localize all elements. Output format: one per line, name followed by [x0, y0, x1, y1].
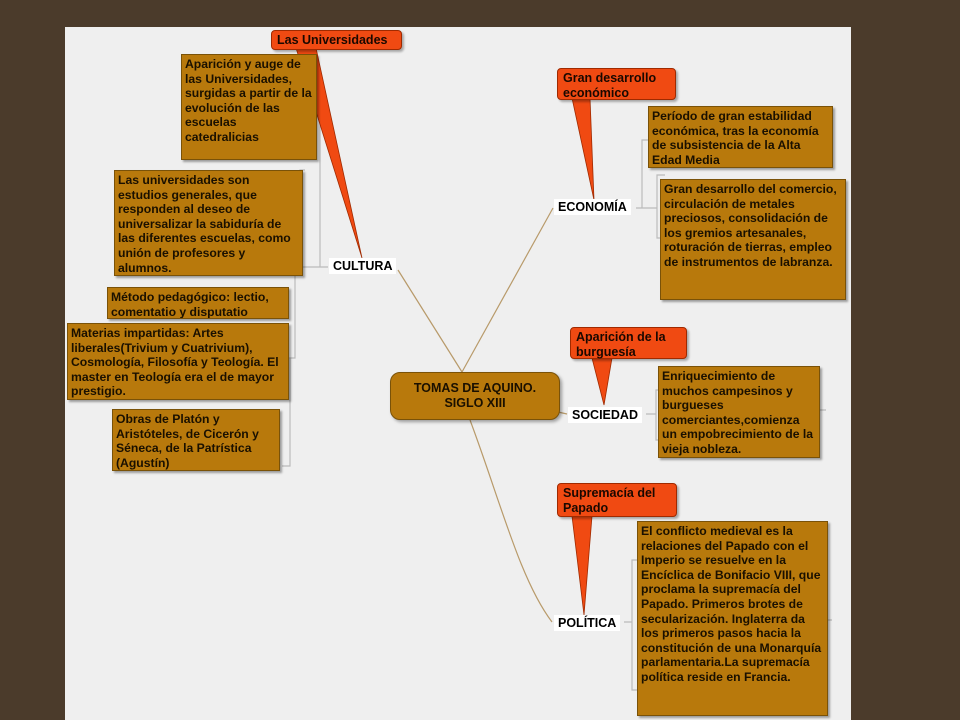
callout-pointer-economico: [571, 97, 595, 201]
branch-cultura[interactable]: CULTURA: [329, 258, 397, 274]
connector-economia: [461, 207, 554, 373]
connector-politica: [469, 419, 553, 623]
callout-burguesia[interactable]: Aparición de la burguesía: [570, 327, 687, 359]
callout-pointer-burguesia: [591, 357, 613, 406]
note-cultura-universidades[interactable]: Aparición y auge de las Universidades, s…: [181, 54, 317, 160]
central-topic[interactable]: TOMAS DE AQUINO. SIGLO XIII: [390, 372, 560, 420]
note-sociedad-enriquecimiento[interactable]: Enriquecimiento de muchos campesinos y b…: [658, 366, 820, 458]
branch-economia[interactable]: ECONOMÍA: [554, 199, 631, 215]
callout-universidades[interactable]: Las Universidades: [271, 30, 402, 50]
note-cultura-materias[interactable]: Materias impartidas: Artes liberales(Tri…: [67, 323, 289, 400]
note-cultura-estudios-generales[interactable]: Las universidades son estudios generales…: [114, 170, 303, 276]
connector-cultura: [397, 269, 463, 373]
note-cultura-obras[interactable]: Obras de Platón y Aristóteles, de Ciceró…: [112, 409, 280, 471]
central-topic-line2: SIGLO XIII: [444, 396, 506, 410]
branch-sociedad[interactable]: SOCIEDAD: [568, 407, 642, 423]
branch-politica[interactable]: POLÍTICA: [554, 615, 621, 631]
central-topic-line1: TOMAS DE AQUINO.: [413, 381, 537, 395]
note-cultura-metodo[interactable]: Método pedagógico: lectio, comentatio y …: [107, 287, 289, 319]
note-politica-conflicto[interactable]: El conflicto medieval es la relaciones d…: [637, 521, 828, 716]
connector-politica-notes: [624, 559, 832, 691]
note-economia-comercio[interactable]: Gran desarrollo del comercio, circulació…: [660, 179, 846, 300]
callout-pointer-papado: [571, 515, 593, 616]
note-economia-estabilidad[interactable]: Período de gran estabilidad económica, t…: [648, 106, 833, 168]
callout-economico[interactable]: Gran desarrollo económico: [557, 68, 676, 100]
callout-papado[interactable]: Supremacía del Papado: [557, 483, 677, 517]
